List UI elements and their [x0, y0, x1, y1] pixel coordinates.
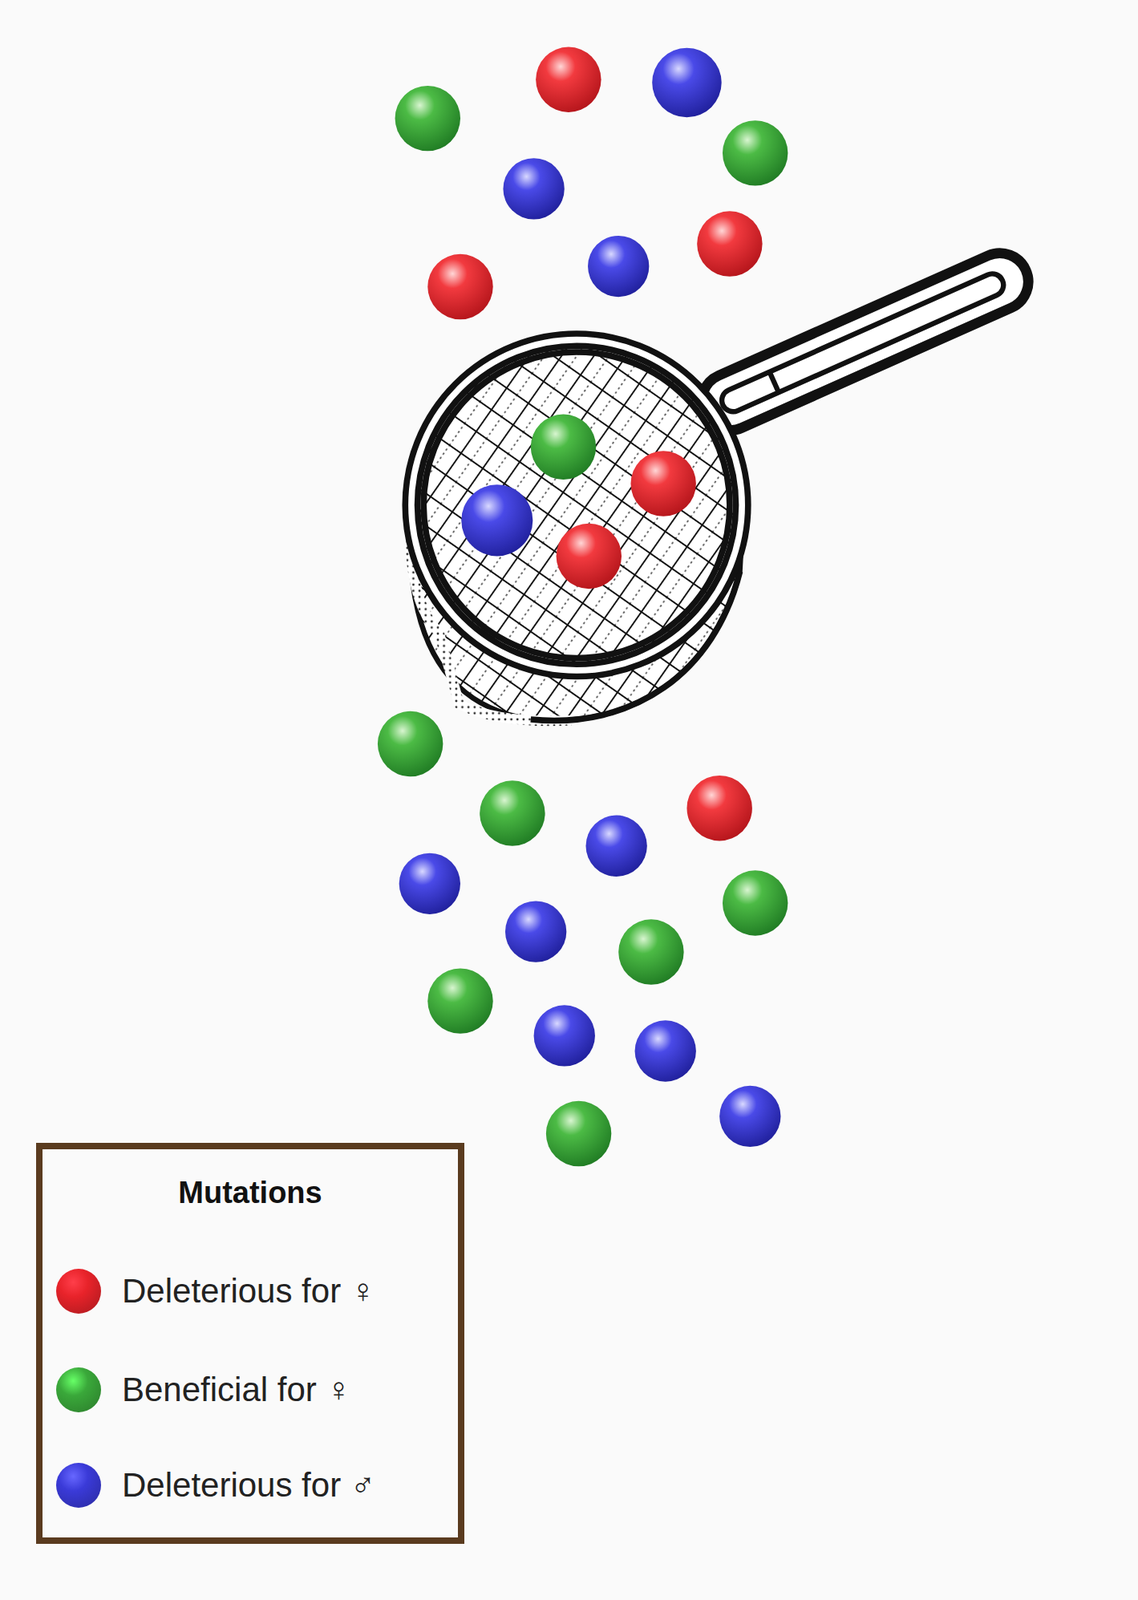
legend-text: Deleterious for ♀	[121, 1271, 376, 1311]
legend-title: Mutations	[178, 1175, 322, 1211]
legend-swatch	[56, 1367, 102, 1413]
legend-swatch	[56, 1462, 102, 1508]
legend-text: Deleterious for ♂	[121, 1466, 376, 1505]
legend-swatch	[56, 1268, 102, 1314]
mutation-balls	[377, 47, 788, 1167]
legend-text: Beneficial for ♀	[121, 1370, 352, 1410]
